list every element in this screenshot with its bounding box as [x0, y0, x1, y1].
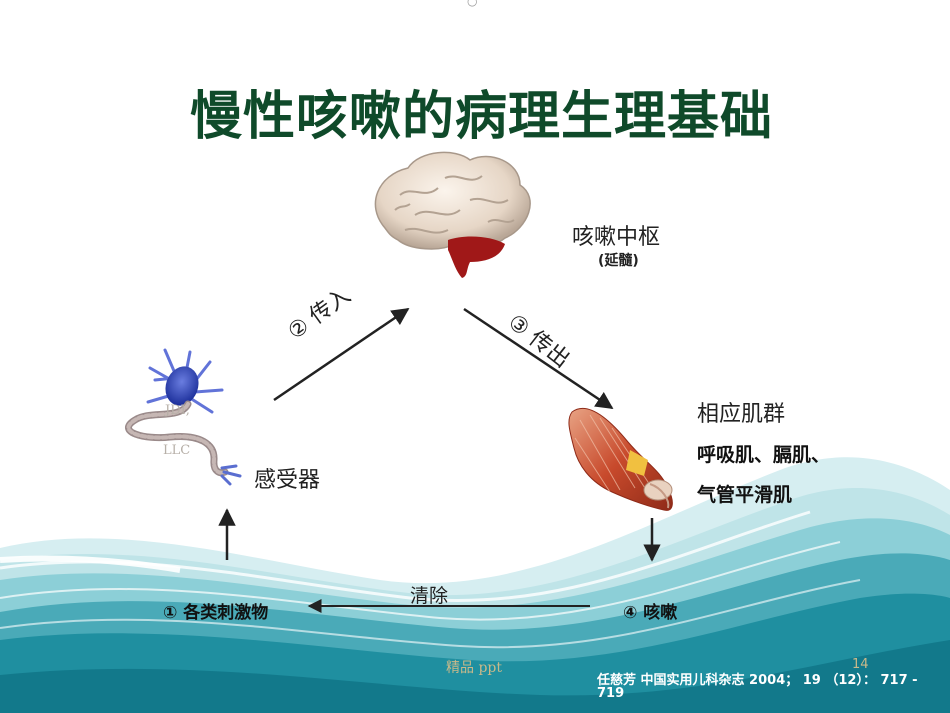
cough-center-label: 咳嗽中枢 [572, 225, 661, 250]
clearance-label: 清除 [410, 585, 449, 607]
reference-line2: 719 [597, 686, 625, 701]
muscles-label: 相应肌群 [697, 402, 786, 427]
cough-label: ④ 咳嗽 [623, 603, 678, 623]
stimulus-label: ① 各类刺激物 [163, 603, 269, 623]
reference-line1: 任慈芳 中国实用儿科杂志 2004； 19 （12）： 717 - [597, 673, 918, 688]
faded-text-1: JDI, [165, 403, 190, 418]
slide-title: 慢性咳嗽的病理生理基础 [190, 87, 774, 147]
brain-illustration [374, 151, 531, 278]
afferent-arrow [273, 307, 410, 402]
faded-text-2: LLC [163, 443, 191, 458]
watermark: 精品 ppt [446, 660, 502, 676]
muscle-illustration [568, 407, 673, 511]
receptor-label: 感受器 [254, 468, 321, 493]
top-mark: ○ [467, 0, 478, 8]
page-number: 14 [852, 657, 869, 672]
receptor-neuron-illustration [124, 348, 242, 486]
efferent-arrow [463, 307, 614, 410]
muscles-detail-line2: 气管平滑肌 [697, 484, 793, 506]
muscles-detail-line1: 呼吸肌、膈肌、 [697, 444, 831, 466]
cough-center-sublabel: (延髓) [598, 253, 639, 269]
